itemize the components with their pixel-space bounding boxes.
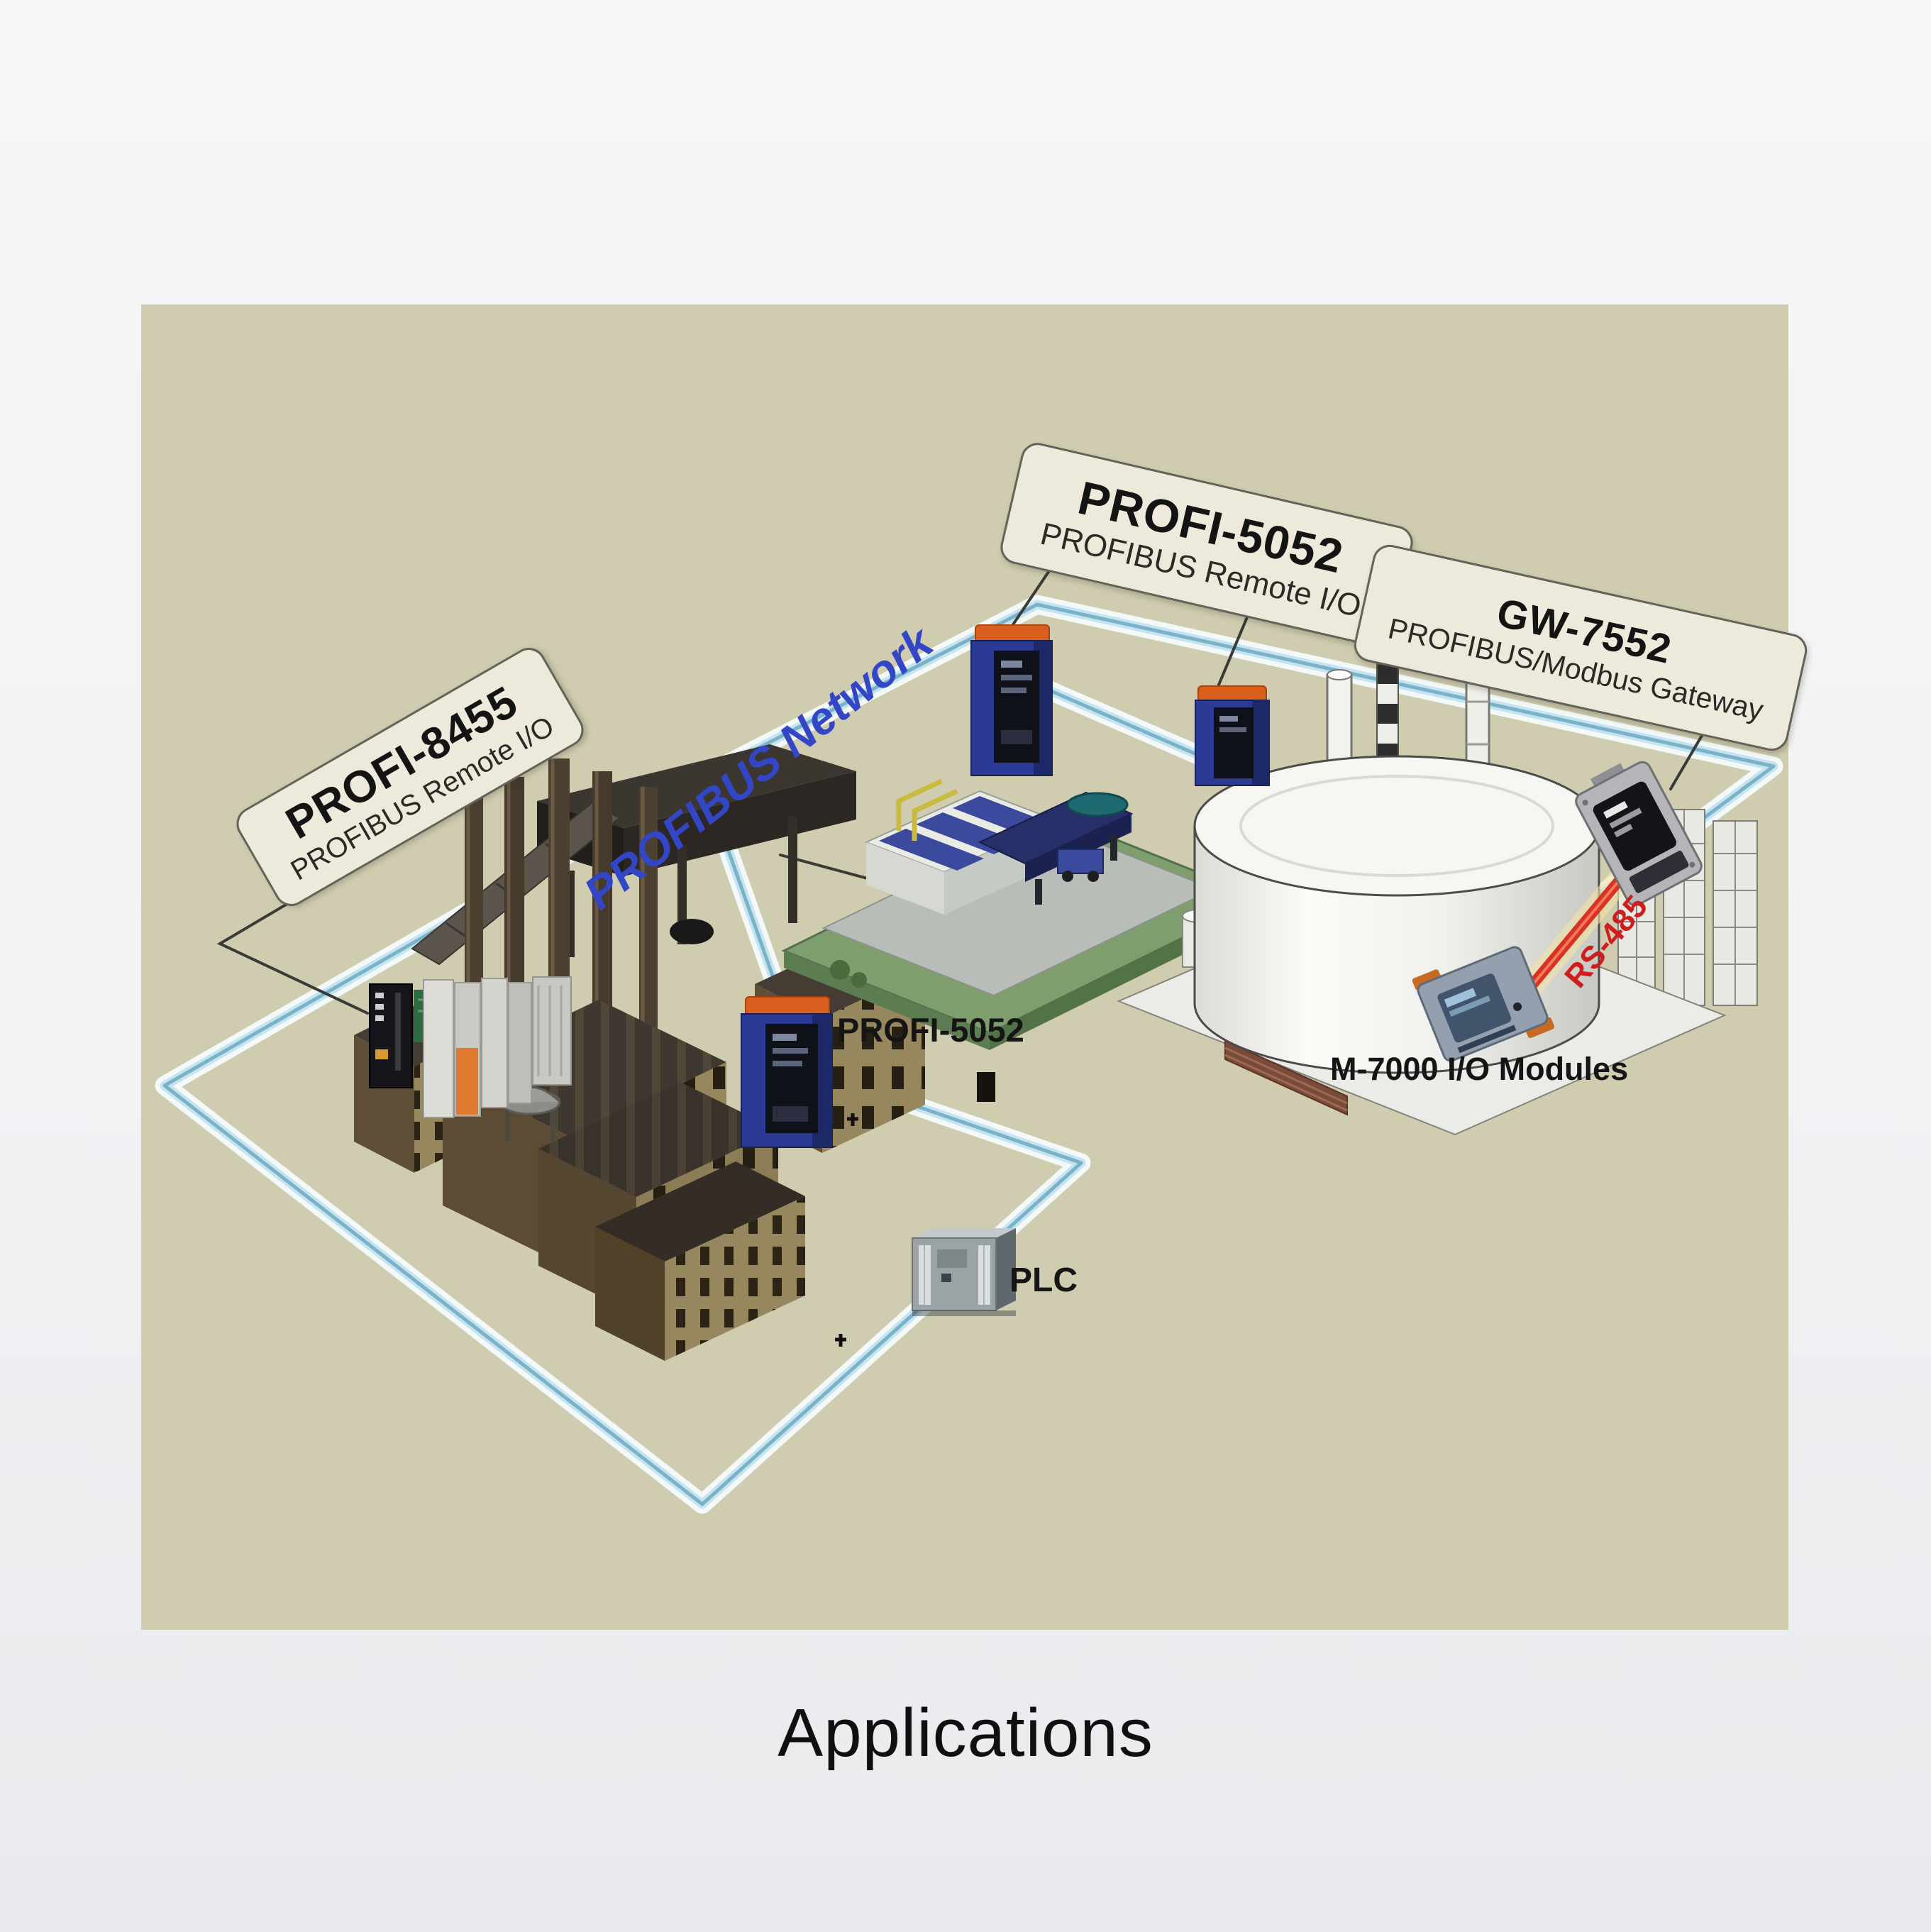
device-profi-5052-left — [741, 996, 833, 1148]
scene — [155, 570, 1783, 1514]
page-caption: Applications — [778, 1695, 1153, 1771]
m7000-modules-label: M-7000 I/O Modules — [1330, 1051, 1629, 1087]
device-plc — [912, 1228, 1016, 1316]
plc-label: PLC — [1009, 1262, 1078, 1299]
device-profi-8455 — [369, 976, 572, 1118]
device-profi-5052-mid — [970, 624, 1053, 776]
profi-5052-device-label: PROFI-5052 — [837, 1011, 1024, 1049]
device-gw7552 — [1575, 761, 1703, 907]
diagram-canvas: PROFI-8455 PROFIBUS Remote I/O PROFI-505… — [141, 304, 1810, 1630]
device-profi-5052-right — [1195, 685, 1270, 786]
device-m7000 — [1412, 946, 1555, 1062]
